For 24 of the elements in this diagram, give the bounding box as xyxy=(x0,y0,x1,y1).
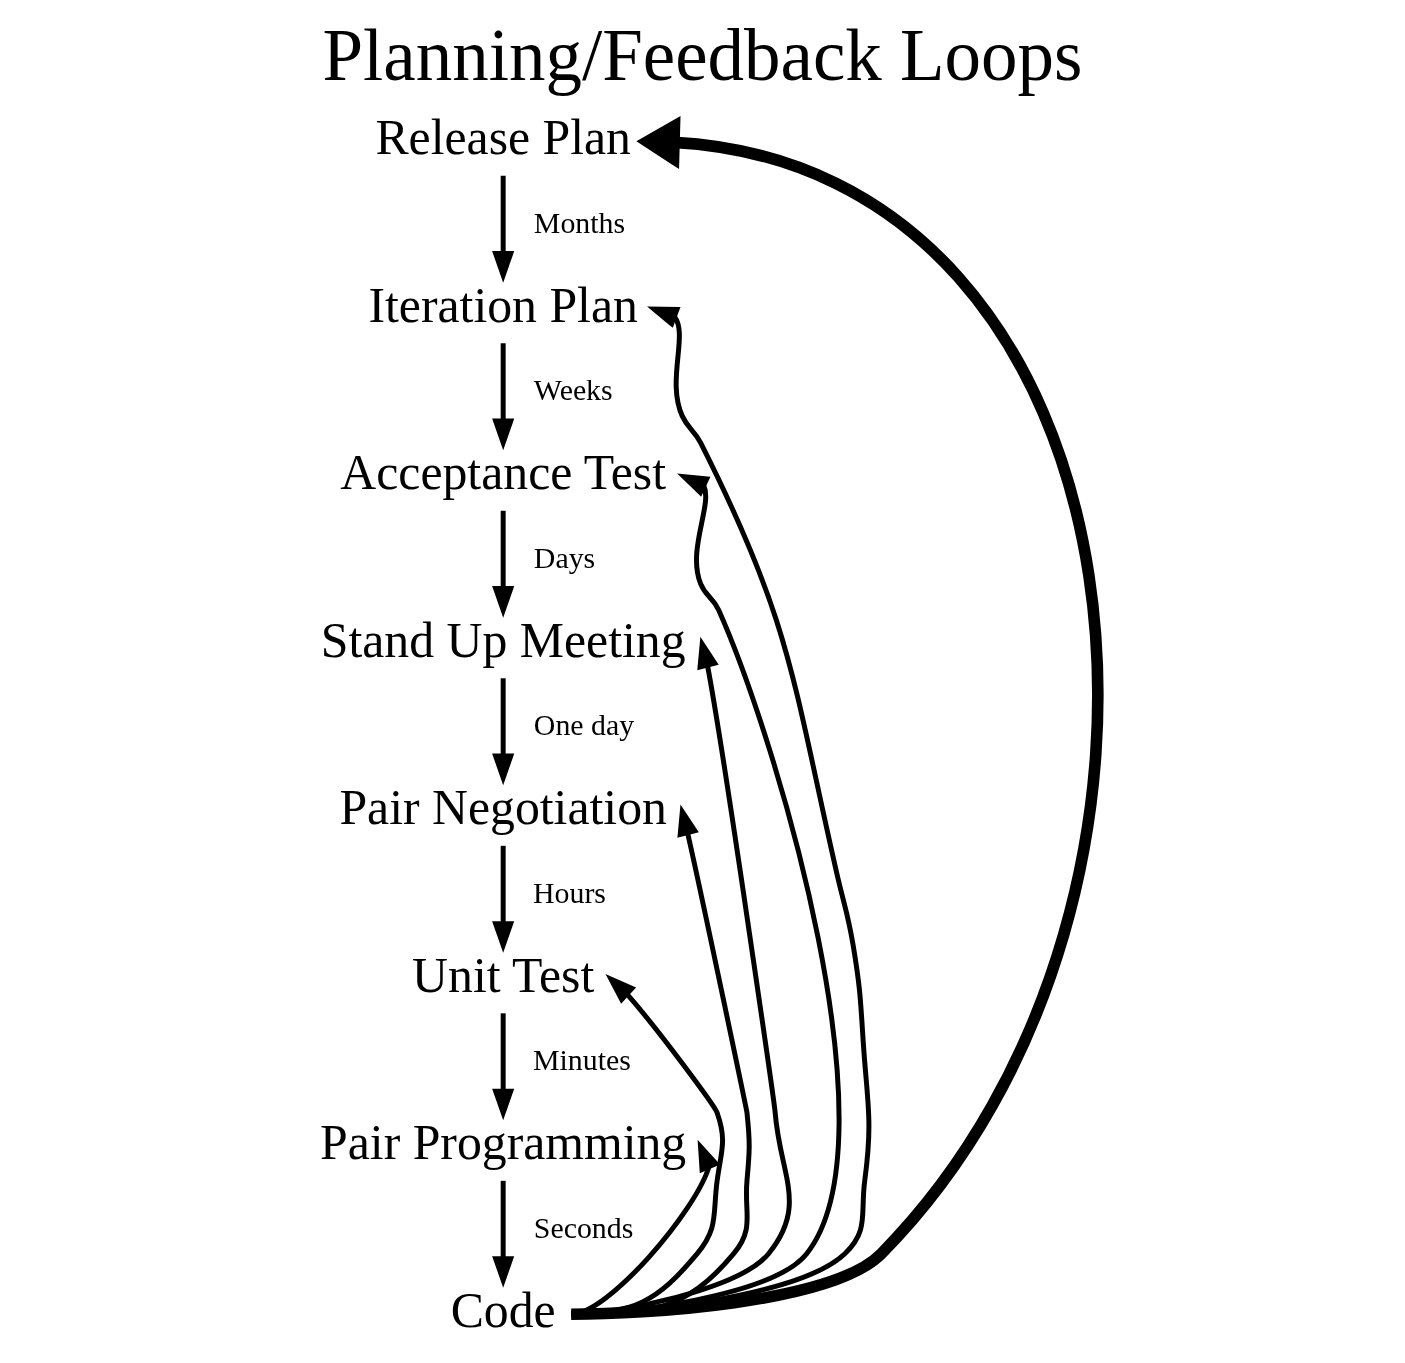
node-text: Iteration Plan xyxy=(368,277,638,333)
edge-label: One day xyxy=(533,708,635,742)
arrow xyxy=(492,510,515,618)
edge-label: Days xyxy=(533,540,596,574)
node-text: Release Plan xyxy=(375,110,631,166)
arrow xyxy=(571,115,1104,1321)
arrow xyxy=(492,343,515,451)
arrow xyxy=(492,678,515,786)
arrow xyxy=(492,1013,515,1121)
node-text: Unit Test xyxy=(412,947,595,1003)
edge-label: Hours xyxy=(533,875,606,909)
arrow xyxy=(492,175,515,283)
edge-label: Minutes xyxy=(533,1043,631,1077)
edge-label: Seconds xyxy=(533,1210,634,1244)
edge-label: Months xyxy=(533,205,626,239)
arrow xyxy=(492,1180,515,1288)
edge-label: Weeks xyxy=(533,373,613,407)
node-text: Pair Negotiation xyxy=(339,780,667,836)
arrow xyxy=(492,845,515,953)
node-text: Code xyxy=(450,1282,556,1338)
diagram-title: Planning/Feedback Loops xyxy=(322,14,1083,96)
node-text: Acceptance Test xyxy=(340,445,667,501)
node-text: Pair Programming xyxy=(320,1115,687,1171)
node-text: Stand Up Meeting xyxy=(320,612,686,668)
